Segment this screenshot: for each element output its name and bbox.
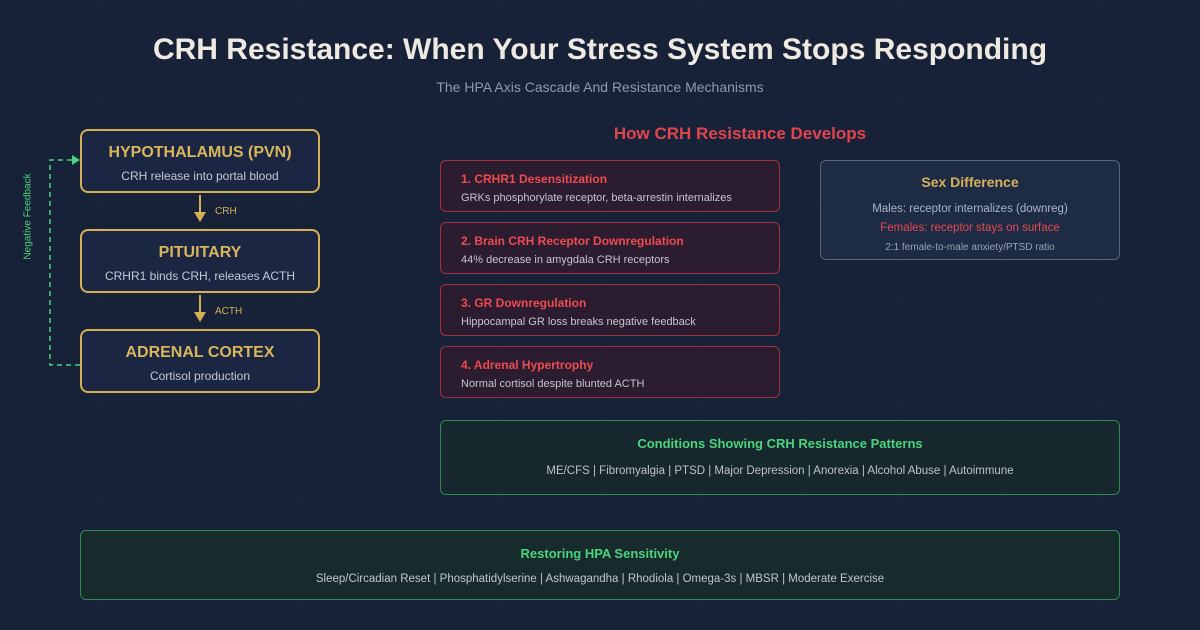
sex-difference-card: Sex Difference Males: receptor internali… (820, 160, 1120, 260)
conditions-list: ME/CFS | Fibromyalgia | PTSD | Major Dep… (546, 465, 1014, 477)
page-subtitle: The HPA Axis Cascade And Resistance Mech… (436, 79, 764, 95)
adrenal-cortex-box: ADRENAL CORTEX Cortisol production (80, 329, 320, 393)
crh-arrow-line (199, 195, 201, 212)
mechanism-card: 2. Brain CRH Receptor Downregulation 44%… (440, 222, 780, 274)
mechanism-description: Hippocampal GR loss breaks negative feed… (461, 316, 696, 328)
mechanism-card: 1. CRHR1 Desensitization GRKs phosphoryl… (440, 160, 780, 212)
restoring-heading: Restoring HPA Sensitivity (520, 546, 680, 561)
hypothalamus-box: HYPOTHALAMUS (PVN) CRH release into port… (80, 129, 320, 193)
males-note: Males: receptor internalizes (downreg) (872, 203, 1068, 215)
mechanism-heading: 2. Brain CRH Receptor Downregulation (461, 234, 684, 248)
mechanism-description: GRKs phosphorylate receptor, beta-arrest… (461, 192, 732, 204)
mechanism-heading: 1. CRHR1 Desensitization (461, 172, 608, 186)
adrenal-cortex-description: Cortisol production (149, 369, 251, 383)
hypothalamus-description: CRH release into portal blood (121, 169, 279, 183)
acth-arrow-label: ACTH (215, 306, 243, 317)
sex-difference-heading: Sex Difference (921, 174, 1019, 190)
acth-arrow-line (199, 295, 201, 312)
mechanism-heading: 3. GR Downregulation (461, 296, 587, 310)
negative-feedback-arrow (49, 155, 80, 366)
crh-arrow-head-icon (194, 212, 206, 222)
mechanism-heading: 4. Adrenal Hypertrophy (461, 358, 594, 372)
mechanism-card: 4. Adrenal Hypertrophy Normal cortisol d… (440, 346, 780, 398)
pituitary-box: PITUITARY CRHR1 binds CRH, releases ACTH (80, 229, 320, 293)
negative-feedback-label: Negative Feedback (22, 173, 34, 260)
adrenal-cortex-heading: ADRENAL CORTEX (125, 344, 275, 361)
ratio-note: 2:1 female-to-male anxiety/PTSD ratio (885, 242, 1055, 253)
crh-arrow-label: CRH (215, 206, 237, 217)
feedback-arrow-head-icon (72, 155, 80, 165)
acth-arrow-head-icon (194, 312, 206, 322)
females-note: Females: receptor stays on surface (880, 222, 1060, 234)
restoring-card: Restoring HPA Sensitivity Sleep/Circadia… (80, 530, 1120, 600)
conditions-card: Conditions Showing CRH Resistance Patter… (440, 420, 1120, 495)
hypothalamus-heading: HYPOTHALAMUS (PVN) (108, 144, 292, 161)
pituitary-description: CRHR1 binds CRH, releases ACTH (104, 269, 296, 283)
conditions-heading: Conditions Showing CRH Resistance Patter… (637, 436, 923, 451)
mechanism-description: Normal cortisol despite blunted ACTH (461, 378, 645, 390)
mechanism-description: 44% decrease in amygdala CRH receptors (461, 254, 670, 266)
page-title: CRH Resistance: When Your Stress System … (152, 33, 1048, 66)
mechanisms-title: How CRH Resistance Develops (613, 124, 867, 143)
restoring-list: Sleep/Circadian Reset | Phosphatidylseri… (315, 573, 885, 585)
mechanism-card: 3. GR Downregulation Hippocampal GR loss… (440, 284, 780, 336)
pituitary-heading: PITUITARY (158, 244, 242, 261)
